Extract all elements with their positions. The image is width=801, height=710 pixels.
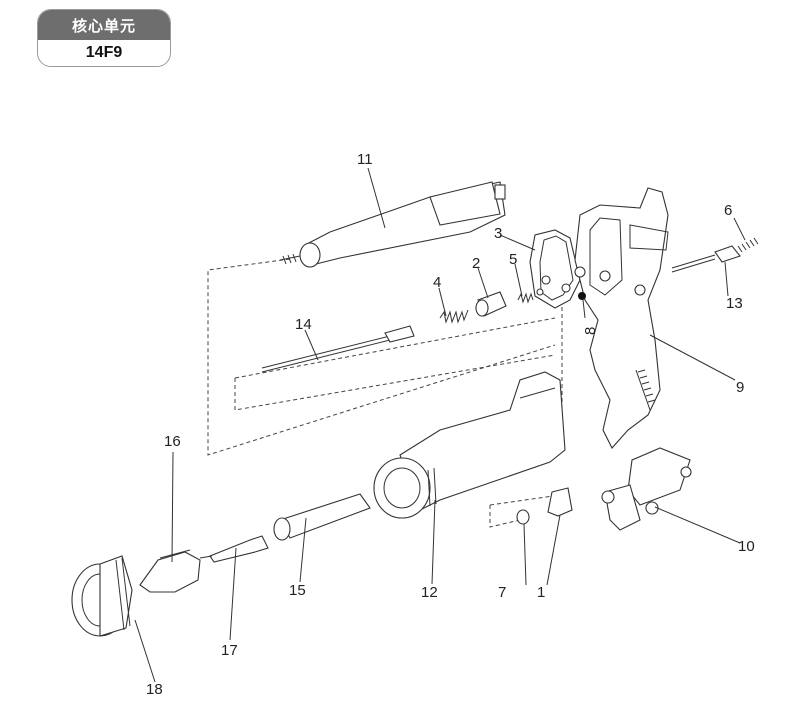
callout-6: 6 [724,202,732,219]
part-12-body [373,371,566,519]
part-18-air-cap [71,555,133,637]
callout-3: 3 [494,225,502,242]
part-2-bushing [475,291,507,317]
callout-4: 4 [433,274,441,291]
part-14-rod [261,325,415,373]
callout-5: 5 [509,251,517,268]
callout-7: 7 [498,584,506,601]
callout-2: 2 [472,255,480,272]
part-8-ball [578,292,586,300]
part-11-cylinder [279,181,506,268]
callout-12: 12 [421,584,438,601]
part-4-spring [439,309,469,324]
part-7-nut [516,509,530,525]
callout-15: 15 [289,582,306,599]
part-16-nozzle [139,549,201,593]
leader-lines [134,167,746,683]
callout-1: 1 [537,584,545,601]
unit-badge-code: 14F9 [85,44,123,61]
part-3-gasket [529,229,581,309]
part-9-handle [574,187,669,449]
part-10-fitting [601,447,692,531]
part-15-tube [273,493,371,541]
callout-17: 17 [221,642,238,659]
callout-8: 8 [582,327,599,335]
callout-10: 10 [738,538,755,555]
part-1-bracket [547,487,573,517]
callout-16: 16 [164,433,181,450]
callout-18: 18 [146,681,163,698]
callout-labels: 11 3 2 4 5 6 13 8 9 14 16 15 12 7 1 10 1… [146,151,755,698]
callout-9: 9 [736,379,744,396]
callout-11: 11 [357,151,373,168]
part-13-needle [671,245,741,273]
unit-badge-title: 核心单元 [38,10,170,40]
part-5-small-spring [517,292,534,304]
callout-13: 13 [726,295,743,312]
unit-badge: 核心单元 14F9 [37,9,171,67]
callout-14: 14 [295,316,312,333]
part-6-spring [737,237,759,253]
part-17-tip [199,535,269,563]
